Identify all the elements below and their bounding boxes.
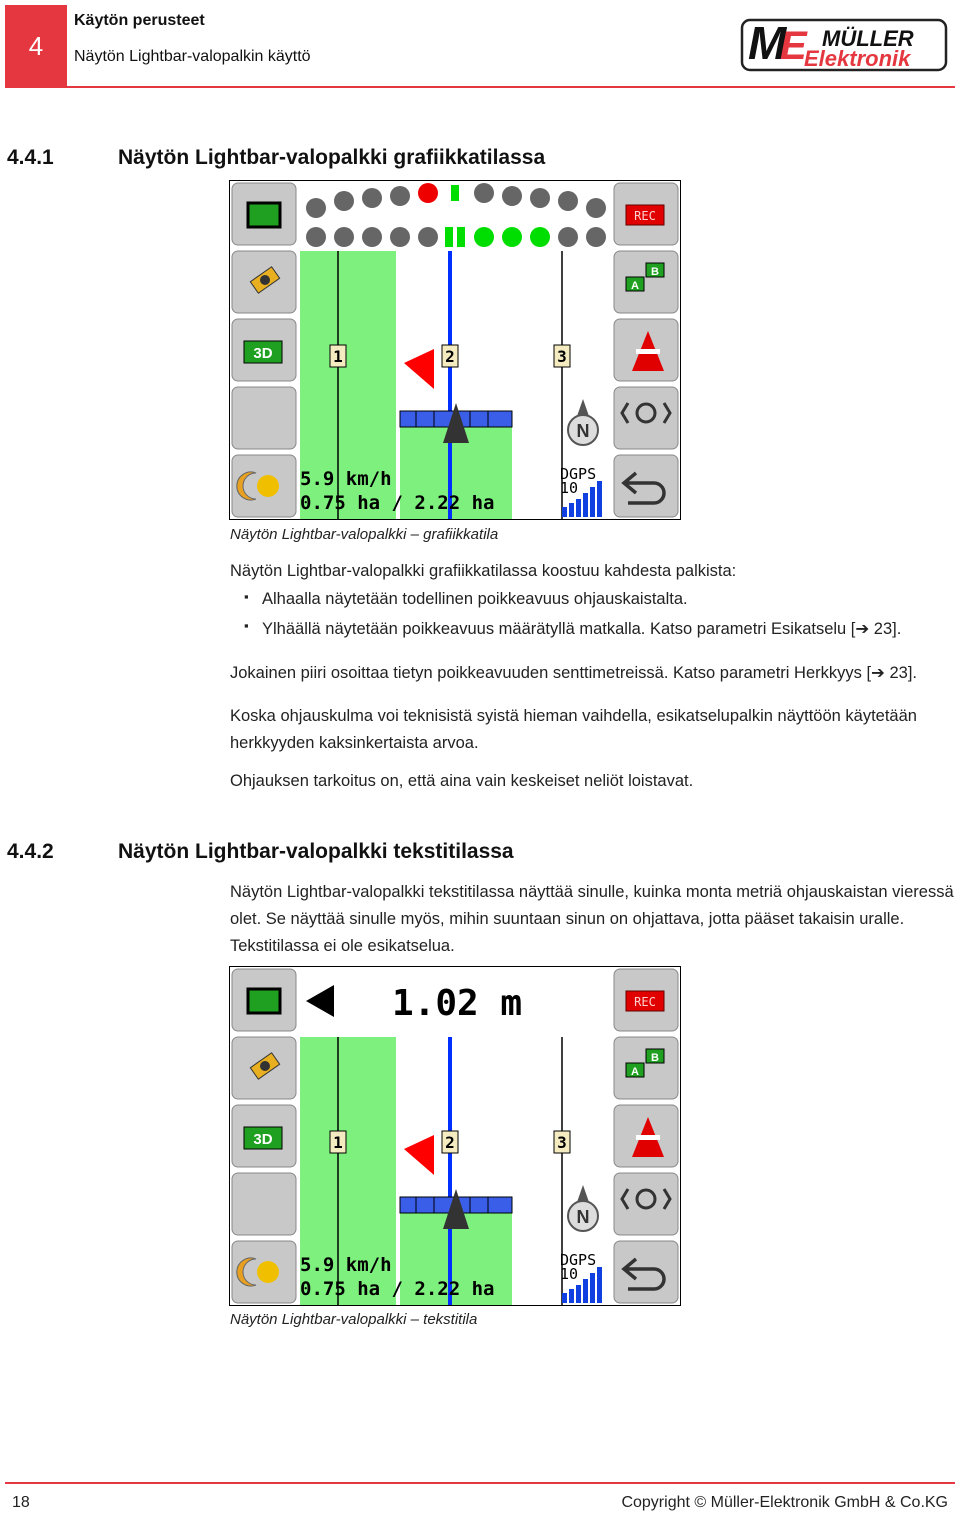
svg-text:M: M bbox=[748, 17, 788, 69]
svg-text:REC: REC bbox=[634, 995, 656, 1009]
chapter-number: 4 bbox=[28, 30, 44, 61]
obstacle-cone-icon[interactable] bbox=[632, 331, 664, 371]
svg-text:A: A bbox=[631, 1066, 639, 1078]
ab-line-button[interactable]: A B bbox=[625, 1048, 665, 1078]
area-readout: 0.75 ha / 2.22 ha bbox=[300, 1278, 494, 1300]
svg-text:1: 1 bbox=[333, 347, 343, 366]
speed-readout: 5.9 km/h bbox=[300, 468, 392, 490]
figure1-caption: Näytön Lightbar-valopalkki – grafiikkati… bbox=[230, 526, 499, 543]
section1-heading: Näytön Lightbar-valopalkki grafiikkatila… bbox=[118, 146, 546, 169]
svg-text:REC: REC bbox=[634, 209, 656, 223]
calibration-icon[interactable] bbox=[620, 402, 672, 424]
terminal-screen-text: 1 2 3 1.02 m N 5.9 km/h 0.75 ha / 2.22 h… bbox=[229, 966, 681, 1306]
back-arrow-icon[interactable] bbox=[621, 471, 666, 505]
ab-line-button[interactable]: A B bbox=[625, 262, 665, 292]
figure2-caption: Näytön Lightbar-valopalkki – tekstitila bbox=[230, 1311, 478, 1328]
worked-area bbox=[300, 251, 396, 519]
track-label-3: 3 bbox=[553, 344, 571, 368]
lightbar-deviation-row bbox=[306, 227, 606, 247]
area-readout: 0.75 ha / 2.22 ha bbox=[300, 492, 494, 514]
record-button[interactable]: REC bbox=[625, 990, 665, 1012]
svg-text:3: 3 bbox=[557, 347, 567, 366]
logo-text-top: MÜLLER bbox=[822, 26, 914, 51]
svg-text:3: 3 bbox=[557, 1133, 567, 1152]
steer-direction-arrow bbox=[404, 349, 434, 389]
svg-text:2: 2 bbox=[445, 347, 455, 366]
chapter-title: Käytön perusteet bbox=[74, 12, 205, 29]
compass-icon: N bbox=[567, 1185, 599, 1232]
compass-icon: N bbox=[567, 399, 599, 446]
paragraph: Ohjauksen tarkoitus on, että aina vain k… bbox=[230, 772, 694, 790]
svg-text:1: 1 bbox=[333, 1133, 343, 1152]
speed-readout: 5.9 km/h bbox=[300, 1254, 392, 1276]
header-divider bbox=[5, 86, 955, 88]
svg-text:3D: 3D bbox=[253, 345, 272, 362]
signal-strength-icon bbox=[562, 481, 602, 517]
chapter-number-box: 4 bbox=[5, 5, 67, 87]
3d-view-button[interactable]: 3D bbox=[243, 1126, 283, 1150]
paragraph: Näytön Lightbar-valopalkki tekstitilassa… bbox=[230, 883, 954, 901]
svg-text:3D: 3D bbox=[253, 1131, 272, 1148]
footer-divider bbox=[5, 1482, 955, 1484]
satellite-icon[interactable] bbox=[249, 1052, 281, 1080]
track-label-2: 2 bbox=[441, 1130, 459, 1154]
track-label-1: 1 bbox=[329, 1130, 347, 1154]
page-number: 18 bbox=[12, 1494, 30, 1511]
tractor-icon bbox=[443, 1189, 469, 1229]
obstacle-cone-icon[interactable] bbox=[632, 1117, 664, 1157]
tractor-icon bbox=[443, 403, 469, 443]
signal-strength-icon bbox=[562, 1267, 602, 1303]
3d-view-button[interactable]: 3D bbox=[243, 340, 283, 364]
copyright: Copyright © Müller-Elektronik GmbH & Co.… bbox=[621, 1494, 948, 1511]
svg-text:E: E bbox=[780, 24, 808, 68]
satellite-icon[interactable] bbox=[249, 266, 281, 294]
bullet-item: Ylhäällä näytetään poikkeavuus määrätyll… bbox=[244, 618, 901, 639]
section-title: Näytön Lightbar-valopalkin käyttö bbox=[74, 48, 311, 65]
svg-text:B: B bbox=[651, 1052, 659, 1064]
lightbar-preview-row bbox=[306, 183, 606, 218]
bullet-item: Alhaalla näytetään todellinen poikkeavuu… bbox=[244, 589, 688, 609]
paragraph: herkkyyden kaksinkertaista arvoa. bbox=[230, 734, 479, 752]
steer-direction-arrow bbox=[404, 1135, 434, 1175]
paragraph: Tekstitilassa ei ole esikatselua. bbox=[230, 937, 455, 955]
gps-satellites: 10 bbox=[560, 479, 578, 497]
distance-readout: 1.02 m bbox=[392, 983, 522, 1024]
gps-status: DGPS bbox=[560, 1251, 596, 1269]
paragraph: Jokainen piiri osoittaa tietyn poikkeavu… bbox=[230, 664, 917, 682]
day-night-icon[interactable] bbox=[236, 1257, 279, 1287]
svg-text:B: B bbox=[651, 266, 659, 278]
section1-number: 4.4.1 bbox=[7, 146, 54, 169]
monitor-icon[interactable] bbox=[246, 987, 282, 1015]
gps-status: DGPS bbox=[560, 465, 596, 483]
company-logo: M E MÜLLER Elektronik bbox=[738, 14, 950, 76]
section2-number: 4.4.2 bbox=[7, 840, 54, 863]
svg-text:N: N bbox=[577, 421, 590, 441]
day-night-icon[interactable] bbox=[236, 471, 279, 501]
track-label-2: 2 bbox=[441, 344, 459, 368]
paragraph: olet. Se näyttää sinulle myös, mihin suu… bbox=[230, 910, 905, 928]
section1-intro: Näytön Lightbar-valopalkki grafiikkatila… bbox=[230, 562, 737, 580]
section2-heading: Näytön Lightbar-valopalkki tekstitilassa bbox=[118, 840, 514, 863]
logo-text-bottom: Elektronik bbox=[804, 46, 912, 71]
gps-satellites: 10 bbox=[560, 1265, 578, 1283]
svg-text:N: N bbox=[577, 1207, 590, 1227]
track-label-3: 3 bbox=[553, 1130, 571, 1154]
track-label-1: 1 bbox=[329, 344, 347, 368]
terminal-screen-graphic: 1 2 3 bbox=[229, 180, 681, 520]
direction-left-arrow-icon bbox=[306, 985, 334, 1017]
monitor-icon[interactable] bbox=[246, 201, 282, 229]
record-button[interactable]: REC bbox=[625, 204, 665, 226]
calibration-icon[interactable] bbox=[620, 1188, 672, 1210]
svg-text:A: A bbox=[631, 280, 639, 292]
worked-area bbox=[300, 1037, 396, 1305]
paragraph: Koska ohjauskulma voi teknisistä syistä … bbox=[230, 707, 917, 725]
svg-text:2: 2 bbox=[445, 1133, 455, 1152]
back-arrow-icon[interactable] bbox=[621, 1257, 666, 1291]
